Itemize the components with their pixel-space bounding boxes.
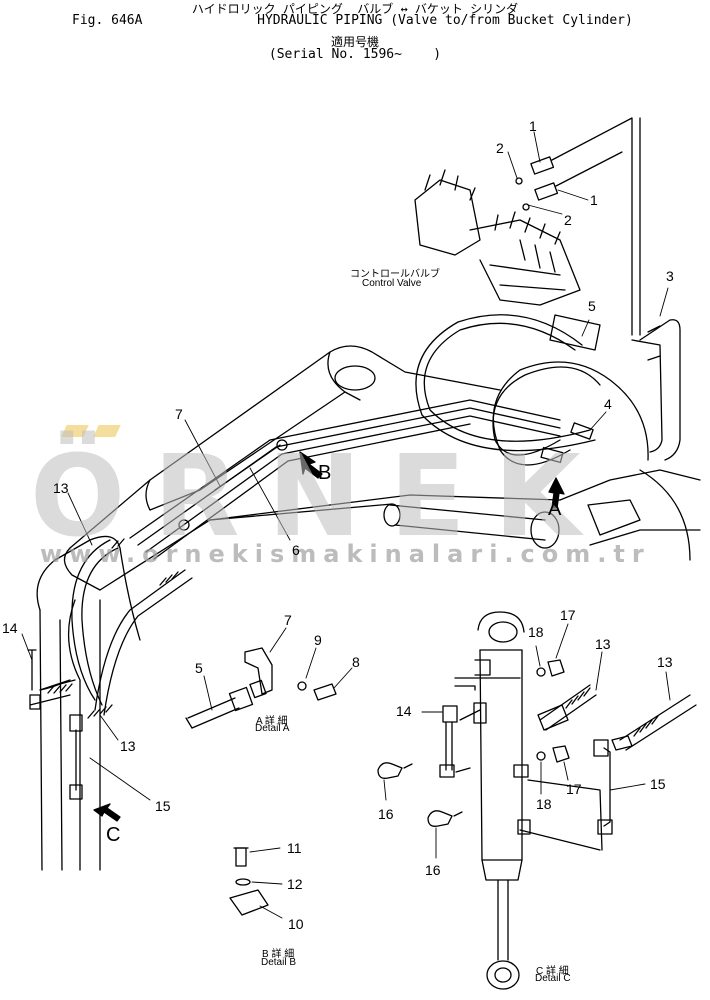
upper-structure <box>559 469 701 561</box>
callout-2: 2 <box>496 140 504 156</box>
callout-15: 15 <box>650 776 666 792</box>
title-japanese: ハイドロリック パイピング バルブ ↔ バケット シリンダ <box>191 2 519 16</box>
callout-13: 13 <box>53 480 69 496</box>
watermark-url: www.ornekismakinalari.com.tr <box>40 540 651 568</box>
callout-13: 13 <box>595 636 611 652</box>
callout-2: 2 <box>564 212 572 228</box>
callout-13: 13 <box>657 654 673 670</box>
callout-16: 16 <box>378 806 394 822</box>
detail-c-label: Detail C <box>535 973 571 984</box>
callout-16: 16 <box>425 862 441 878</box>
callout-5: 5 <box>588 298 596 314</box>
control-valve-label-ja: コントロールバルブ <box>350 269 440 280</box>
title-english: HYDRAULIC PIPING (Valve to/from Bucket C… <box>257 13 633 28</box>
detail-c-tubes <box>439 677 697 851</box>
callout-9: 9 <box>314 632 322 648</box>
callout-12: 12 <box>287 876 303 892</box>
detail-c-spirals <box>565 687 659 737</box>
spiral-guards <box>27 538 179 719</box>
boom-outline <box>63 345 561 591</box>
watermark-brand: ÖRNEK <box>30 432 609 562</box>
callout-1: 1 <box>590 192 598 208</box>
callout-13: 13 <box>120 738 136 754</box>
detail-b-label: Detail B <box>261 957 297 968</box>
detail-c-clamps <box>377 659 570 827</box>
callout-17: 17 <box>566 781 582 797</box>
callout-14: 14 <box>2 620 18 636</box>
detail-a-label-ja: A 詳 細 <box>256 716 288 727</box>
callout-7: 7 <box>175 406 183 422</box>
view-c-letter: C <box>106 824 121 846</box>
detail-b-label-ja: B 詳 細 <box>262 949 295 960</box>
detail-c-label-ja: C 詳 細 <box>536 966 569 977</box>
callout-18: 18 <box>528 624 544 640</box>
callout-leaders <box>21 131 671 919</box>
applicable-models-label: 適用号機 <box>330 35 379 49</box>
serial-range: (Serial No. 1596~ ) <box>268 47 442 62</box>
detail-c-cylinder <box>454 611 531 990</box>
callout-5: 5 <box>195 660 203 676</box>
view-b-letter: B <box>318 462 332 484</box>
boom-tubes <box>129 399 561 560</box>
control-valve-body <box>414 169 581 306</box>
callout-4: 4 <box>604 396 612 412</box>
callout-1: 1 <box>529 118 537 134</box>
callout-6: 6 <box>292 542 300 558</box>
callout-17: 17 <box>560 607 576 623</box>
arm-and-hoses <box>29 535 193 871</box>
callout-18: 18 <box>536 796 552 812</box>
callout-14: 14 <box>396 703 412 719</box>
callout-7: 7 <box>284 612 292 628</box>
callout-11: 11 <box>287 840 302 856</box>
callout-10: 10 <box>288 916 304 932</box>
control-valve-label: Control Valve <box>362 278 422 289</box>
pipe-3 <box>631 319 681 461</box>
detail-a-label: Detail A <box>255 723 290 734</box>
view-a-letter: A <box>548 498 562 520</box>
callout-3: 3 <box>666 268 674 284</box>
valve-fittings <box>515 117 641 336</box>
callout-8: 8 <box>352 654 360 670</box>
view-arrows <box>93 451 565 822</box>
boom-cylinder <box>209 503 560 549</box>
hose-loops <box>415 314 649 466</box>
callout-15: 15 <box>155 798 171 814</box>
figure-number: Fig. 646A <box>72 13 143 28</box>
detail-b-drawing <box>229 847 269 916</box>
